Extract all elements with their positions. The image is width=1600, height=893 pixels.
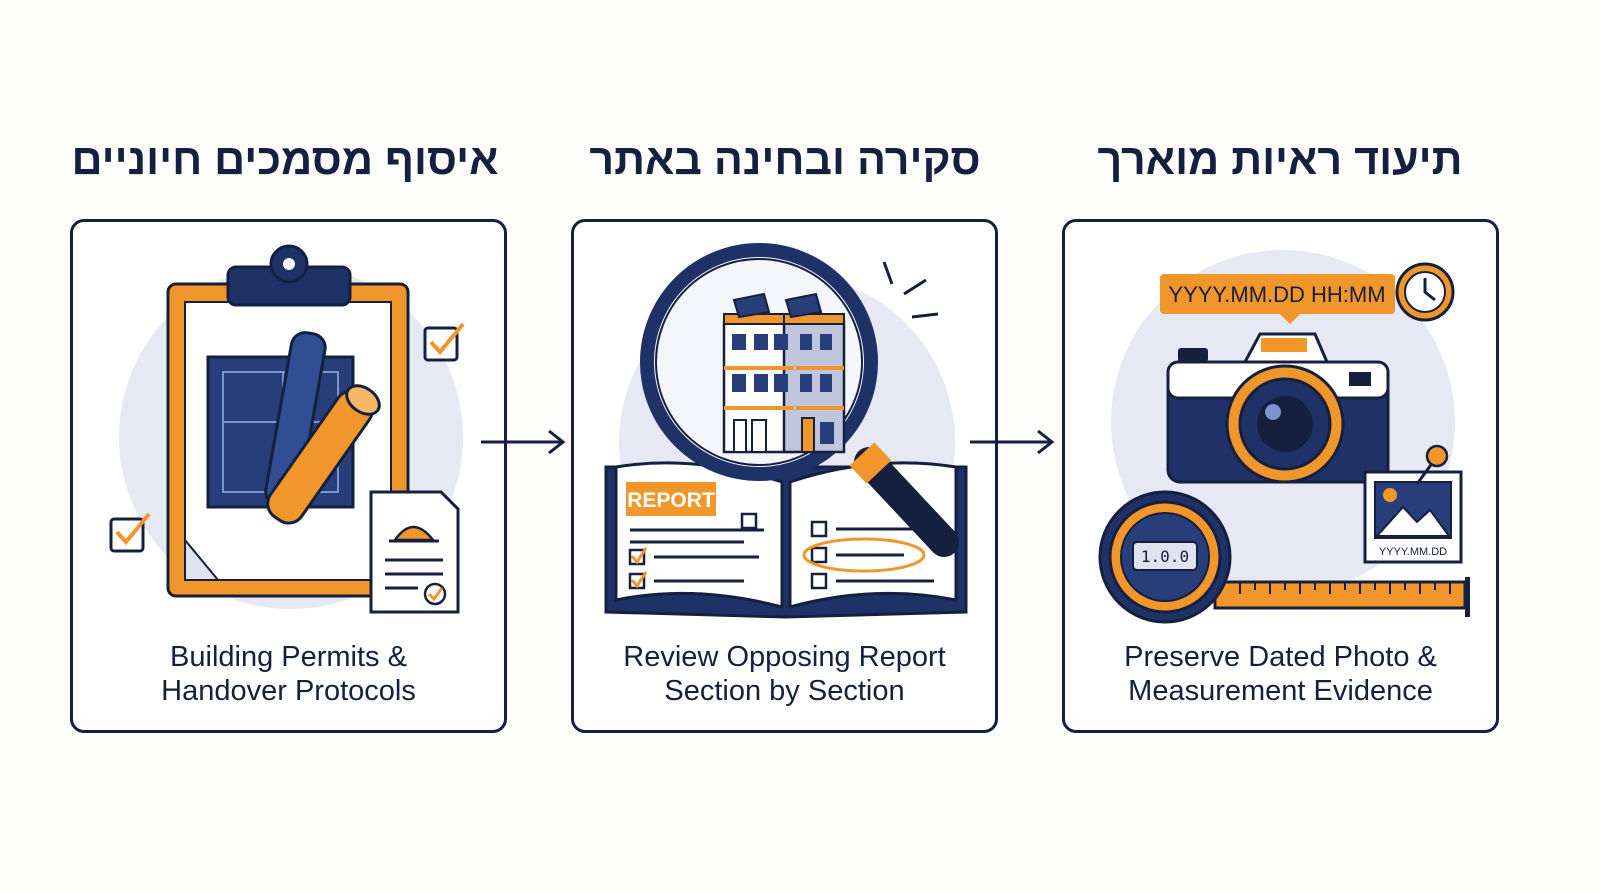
step-1-title: איסוף מסמכים חיוניים: [71, 136, 499, 184]
step-1-caption-line2: Handover Protocols: [161, 675, 416, 707]
step-3-illustration: YYYY.MM.DD HH:MM YYYY.MM.DD: [1098, 250, 1470, 624]
step-2-card: REPORT: [571, 219, 998, 733]
flow-arrow-1: [481, 429, 566, 455]
building-icon: [722, 292, 846, 454]
step-1-illustration: [109, 244, 465, 614]
blueprint-roll-icon: [206, 331, 381, 525]
step-3-caption-line2: Measurement Evidence: [1128, 675, 1433, 707]
step-2-title: סקירה ובחינה באתר: [589, 136, 981, 184]
step-2-illustration: REPORT: [604, 243, 968, 619]
step-3-card: YYYY.MM.DD HH:MM YYYY.MM.DD: [1062, 219, 1499, 733]
step-2-caption-line1: Review Opposing Report: [623, 641, 946, 673]
timestamp-label: YYYY.MM.DD HH:MM: [1168, 282, 1385, 307]
step-1-card: Building Permits & Handover Protocols: [70, 219, 507, 733]
document-hardhat-icon: [369, 490, 460, 614]
timestamp-banner: YYYY.MM.DD HH:MM: [1160, 274, 1395, 324]
step-3-caption: Preserve Dated Photo & Measurement Evide…: [1065, 640, 1496, 708]
flow-arrow-2: [970, 429, 1055, 455]
step-2-caption: Review Opposing Report Section by Sectio…: [574, 640, 995, 708]
step-3-caption-line1: Preserve Dated Photo &: [1124, 641, 1437, 673]
camera-icon: [1166, 332, 1390, 484]
photo-date-label: YYYY.MM.DD: [1379, 546, 1447, 558]
open-report-icon: REPORT: [604, 461, 968, 619]
checkbox-icon: [109, 322, 465, 553]
step-1-caption: Building Permits & Handover Protocols: [73, 640, 504, 708]
photo-pin-icon: YYYY.MM.DD: [1363, 444, 1463, 564]
tape-measure-icon: 1.0.0: [1098, 490, 1470, 624]
report-label: REPORT: [627, 489, 715, 512]
tape-reading: 1.0.0: [1141, 547, 1189, 566]
step-1-caption-line1: Building Permits &: [170, 641, 407, 673]
clock-icon: [1395, 262, 1455, 322]
step-3-title: תיעוד ראיות מוארך: [1097, 136, 1463, 184]
step-2-caption-line2: Section by Section: [664, 675, 905, 707]
